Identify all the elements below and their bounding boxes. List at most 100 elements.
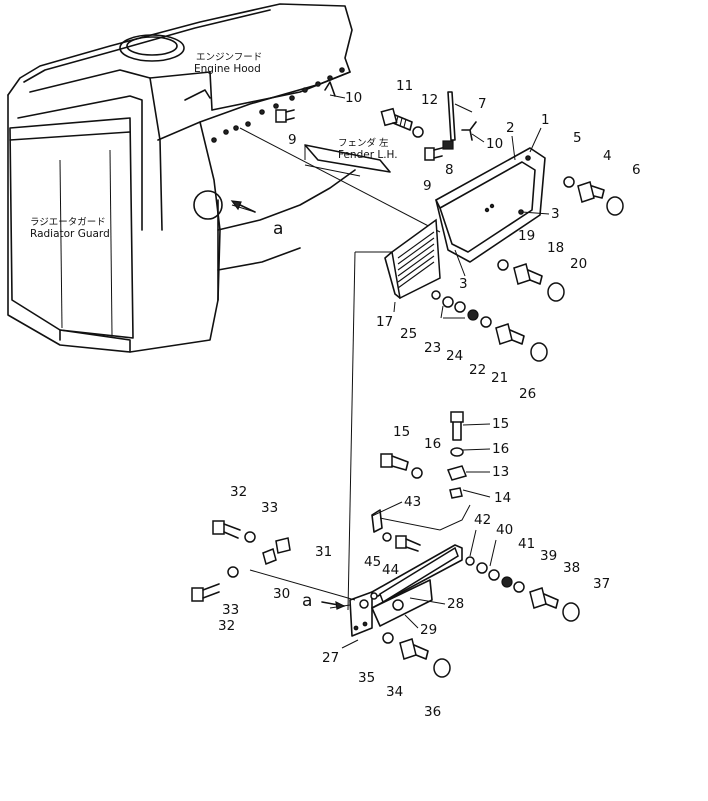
cap-36 (433, 658, 451, 678)
part-label-18: 18 (547, 240, 564, 256)
bolt-9-right (424, 147, 443, 161)
washer-22 (480, 316, 492, 328)
nut-41 (501, 576, 513, 588)
washer-19 (497, 259, 509, 271)
label-leaders (341, 103, 550, 649)
part-label-10: 10 (345, 90, 362, 106)
bolt-9-left (275, 109, 295, 123)
part-label-33: 33 (222, 602, 239, 618)
bolt-34 (399, 638, 429, 660)
part-label-38: 38 (563, 560, 580, 576)
part-label-19: 19 (518, 228, 535, 244)
nut-13 (446, 465, 468, 481)
bolt-21 (495, 323, 525, 345)
part-label-15: 15 (492, 416, 509, 432)
part-label-8: 8 (445, 162, 454, 178)
part-number-labels: 1 2 3 3 4 5 6 7 8 9 9 10 10 11 12 13 14 … (218, 78, 641, 720)
cap-37 (562, 602, 580, 622)
part-label-33: 33 (261, 500, 278, 516)
part-label-12: 12 (421, 92, 438, 108)
part-label-9: 9 (288, 132, 297, 148)
washer-16-side (411, 467, 423, 479)
part-label-14: 14 (494, 490, 511, 506)
washer-25 (431, 290, 441, 300)
nut-30 (262, 547, 277, 566)
washer-42 (465, 556, 475, 566)
part-label-21: 21 (491, 370, 508, 386)
washer-33-upper (244, 531, 256, 543)
engine-hood-label: Engine Hood (194, 63, 261, 75)
part-label-15: 15 (393, 424, 410, 440)
part-label-34: 34 (386, 684, 403, 700)
part-label-9: 9 (423, 178, 432, 194)
part-label-22: 22 (469, 362, 486, 378)
cap-26 (530, 342, 548, 362)
part-label-23: 23 (424, 340, 441, 356)
part-label-1: 1 (541, 112, 550, 128)
bolt-4 (577, 181, 605, 203)
part-label-26: 26 (519, 386, 536, 402)
part-label-6: 6 (632, 162, 641, 178)
part-label-32: 32 (218, 618, 235, 634)
fasteners (191, 81, 624, 678)
part-label-10: 10 (486, 136, 503, 152)
pin-7 (447, 91, 456, 141)
washer-40a (476, 562, 488, 574)
cap-20 (547, 282, 565, 302)
bolt-18 (513, 263, 543, 285)
annotation-labels: エンジンフード Engine Hood フェンダ 左 Fender L.H. ラ… (30, 52, 398, 611)
washer-16-top (450, 447, 464, 457)
part-label-13: 13 (492, 464, 509, 480)
part-label-16: 16 (492, 441, 509, 457)
bolt-15-horizontal (380, 453, 409, 471)
radiator-guard-jp-label: ラジエータガード (30, 217, 106, 228)
part-label-42: 42 (474, 512, 491, 528)
fender-label: Fender L.H. (338, 149, 398, 161)
bolt-11 (380, 107, 413, 131)
part-label-41: 41 (518, 536, 535, 552)
part-label-44: 44 (382, 562, 399, 578)
engine-hood-jp-label: エンジンフード (196, 52, 262, 63)
clip-31 (275, 537, 291, 554)
part-label-29: 29 (420, 622, 437, 638)
part-label-24: 24 (446, 348, 463, 364)
part-label-11: 11 (396, 78, 413, 94)
washer-33-lower (227, 566, 239, 578)
part-label-45: 45 (364, 554, 381, 570)
pin-10-right (461, 121, 477, 141)
nut-24 (467, 309, 479, 321)
part-label-4: 4 (603, 148, 612, 164)
part-label-25: 25 (400, 326, 417, 342)
part-label-2: 2 (506, 120, 515, 136)
cap-6 (606, 196, 624, 216)
part-label-28: 28 (447, 596, 464, 612)
engine-hood (7, 3, 391, 353)
part-label-39: 39 (540, 548, 557, 564)
washer-23a (442, 296, 454, 308)
bolt-44 (395, 535, 421, 552)
part-label-37: 37 (593, 576, 610, 592)
part-label-30: 30 (273, 586, 290, 602)
washer-5 (563, 176, 575, 188)
lower-bracket-27 (349, 544, 463, 637)
part-label-40: 40 (496, 522, 513, 538)
part-label-3: 3 (459, 276, 468, 292)
part-label-43: 43 (404, 494, 421, 510)
part-label-7: 7 (478, 96, 487, 112)
view-marker-bottom-label: a (302, 591, 312, 611)
washer-23b (454, 301, 466, 313)
part-label-20: 20 (570, 256, 587, 272)
washer-45 (382, 532, 392, 542)
view-arrow-a-top (230, 200, 256, 213)
leader-lines (231, 94, 441, 611)
part-label-16: 16 (424, 436, 441, 452)
part-label-32: 32 (230, 484, 247, 500)
stay-43 (371, 504, 471, 533)
washer-12 (412, 126, 424, 138)
part-label-27: 27 (322, 650, 339, 666)
upper-bracket-plate-17 (384, 218, 441, 300)
fender-jp-label: フェンダ 左 (338, 137, 389, 149)
part-label-35: 35 (358, 670, 375, 686)
part-label-36: 36 (424, 704, 441, 720)
